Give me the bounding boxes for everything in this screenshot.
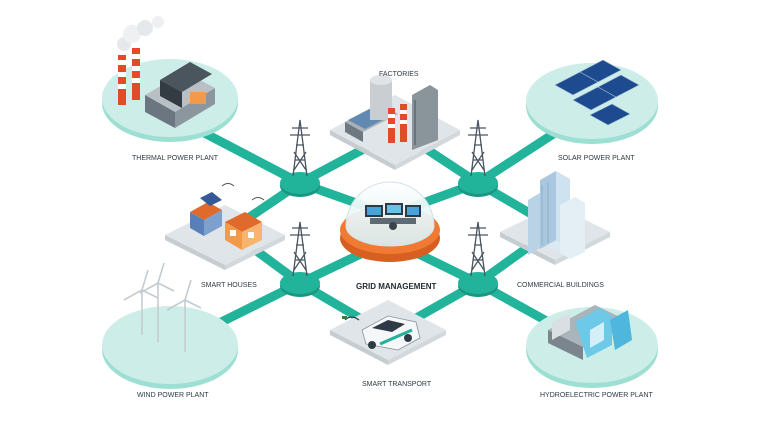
- wind-turbine-icon: [123, 262, 202, 352]
- wind-power-plant-platform: [102, 306, 238, 389]
- hub-wind-junction: [280, 272, 320, 297]
- hub-thermal-junction: [280, 172, 320, 197]
- wind-power-plant-label: WIND POWER PLANT: [137, 392, 209, 399]
- pylon-icon: [468, 221, 488, 277]
- electric-car-icon: [342, 315, 421, 351]
- commercial-buildings-label: COMMERCIAL BUILDINGS: [517, 282, 604, 289]
- smart-transport-label: SMART TRANSPORT: [362, 381, 432, 388]
- pylon-icon: [290, 221, 310, 277]
- hydroelectric-power-plant-label: HYDROELECTRIC POWER PLANT: [540, 392, 654, 399]
- smart-houses-label: SMART HOUSES: [201, 282, 257, 289]
- smart-house-icon: [190, 183, 265, 250]
- control-room-icon: [365, 203, 421, 230]
- hub-solar-junction: [458, 172, 498, 197]
- solar-power-plant-label: SOLAR POWER PLANT: [558, 155, 635, 162]
- thermal-power-plant-icon: [117, 16, 215, 128]
- office-building-icon: [528, 171, 585, 259]
- solar-panel-icon: [554, 59, 640, 126]
- pylon-icon: [468, 119, 488, 177]
- dam-icon: [548, 305, 632, 360]
- grid-management-label: GRID MANAGEMENT: [356, 282, 437, 291]
- factory-icon: [345, 75, 438, 150]
- thermal-power-plant-label: THERMAL POWER PLANT: [132, 155, 219, 162]
- hub-hydro-junction: [458, 272, 498, 297]
- pylon-icon: [290, 119, 310, 177]
- factories-label: FACTORIES: [379, 71, 419, 78]
